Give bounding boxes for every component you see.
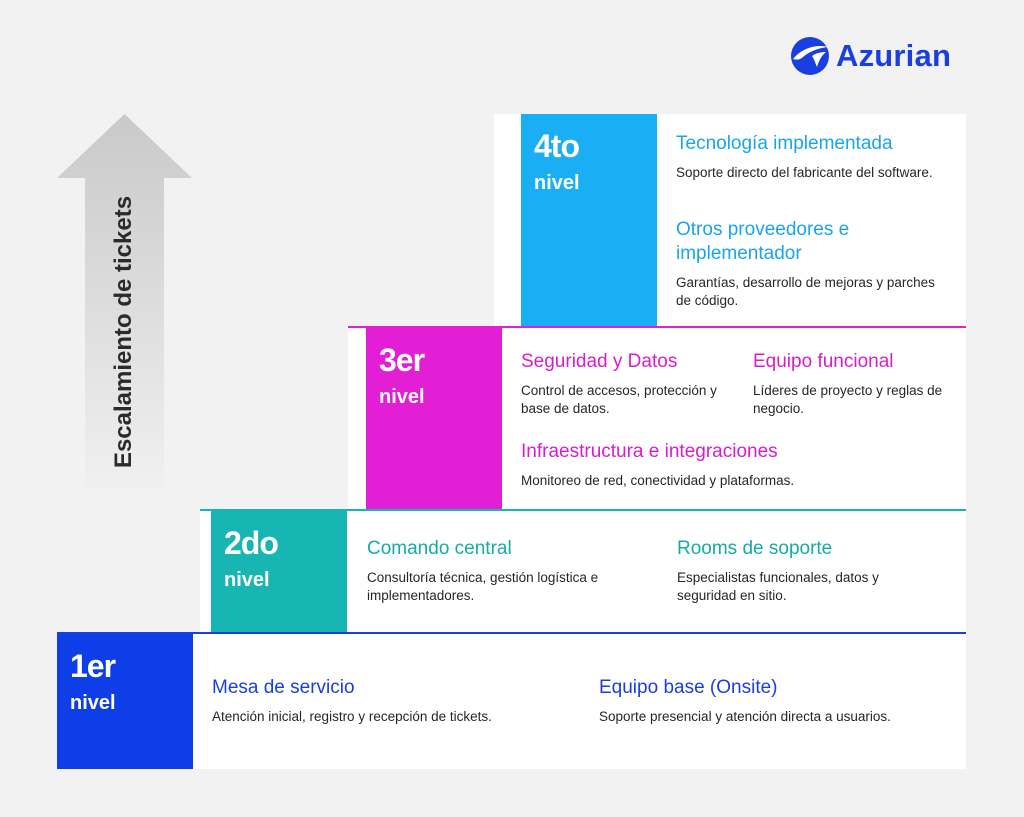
level-label: nivel — [379, 386, 425, 408]
level-4: 4to nivel Tecnología implementada Soport… — [494, 114, 966, 326]
item-description: Soporte presencial y atención directa a … — [599, 709, 891, 724]
level-3-item-1: Seguridad y Datos Control de accesos, pr… — [521, 350, 736, 418]
azurian-logo-icon — [791, 37, 829, 75]
brand-name: Azurian — [836, 38, 952, 73]
level-3-tag: 3er nivel — [366, 328, 502, 509]
level-4-tag: 4to nivel — [521, 114, 657, 326]
item-description: Consultoría técnica, gestión logística e… — [367, 570, 599, 603]
level-2-item-1: Comando central Consultoría técnica, ges… — [367, 537, 652, 605]
item-description: Garantías, desarrollo de mejoras y parch… — [676, 275, 935, 308]
item-description: Especialistas funcionales, datos y segur… — [677, 570, 879, 603]
level-label: nivel — [224, 569, 270, 591]
level-number: 3er — [379, 342, 425, 378]
level-1-tag: 1er nivel — [57, 634, 193, 769]
item-title: Otros proveedores e implementador — [676, 219, 850, 264]
item-title: Infraestructura e integraciones — [521, 441, 778, 462]
item-title: Comando central — [367, 538, 512, 559]
axis-label: Escalamiento de tickets — [110, 195, 137, 469]
level-3-item-3: Infraestructura e integraciones Monitore… — [521, 440, 941, 490]
level-3: 3er nivel Seguridad y Datos Control de a… — [348, 326, 966, 509]
item-title: Equipo base (Onsite) — [599, 677, 778, 698]
level-4-item-2: Otros proveedores e implementador Garant… — [676, 218, 946, 310]
brand-logo: Azurian — [790, 36, 951, 76]
level-2-tag: 2do nivel — [211, 511, 347, 632]
item-title: Tecnología implementada — [676, 133, 893, 154]
level-3-item-2: Equipo funcional Líderes de proyecto y r… — [753, 350, 963, 418]
level-1: 1er nivel Mesa de servicio Atención inic… — [57, 632, 966, 769]
level-4-item-1: Tecnología implementada Soporte directo … — [676, 132, 946, 182]
level-2-item-2: Rooms de soporte Especialistas funcional… — [677, 537, 932, 605]
level-1-item-2: Equipo base (Onsite) Soporte presencial … — [599, 676, 959, 726]
item-description: Control de accesos, protección y base de… — [521, 383, 717, 416]
item-description: Líderes de proyecto y reglas de negocio. — [753, 383, 943, 416]
level-label: nivel — [70, 692, 116, 714]
level-number: 1er — [70, 648, 116, 684]
level-label: nivel — [534, 172, 580, 194]
up-arrow-icon — [57, 114, 192, 489]
item-title: Rooms de soporte — [677, 538, 833, 559]
level-number: 4to — [534, 128, 580, 164]
level-1-item-1: Mesa de servicio Atención inicial, regis… — [212, 676, 572, 726]
item-title: Seguridad y Datos — [521, 351, 678, 372]
item-title: Mesa de servicio — [212, 677, 355, 698]
level-number: 2do — [224, 525, 279, 561]
item-description: Atención inicial, registro y recepción d… — [212, 709, 492, 724]
level-2: 2do nivel Comando central Consultoría té… — [200, 509, 966, 632]
item-description: Soporte directo del fabricante del softw… — [676, 165, 933, 180]
item-title: Equipo funcional — [753, 351, 894, 372]
item-description: Monitoreo de red, conectividad y platafo… — [521, 473, 795, 488]
